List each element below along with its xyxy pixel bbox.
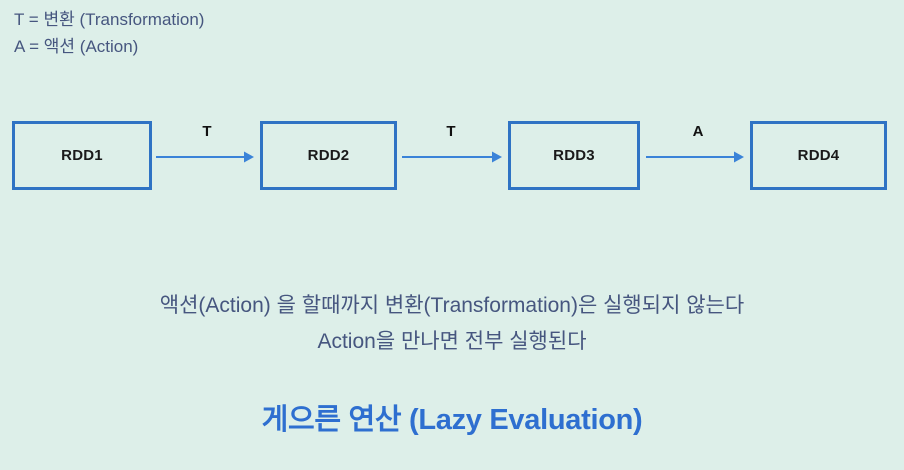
edge-arrow-rdd2-rdd3 — [402, 148, 504, 166]
edge-label-a: A — [692, 123, 704, 140]
explanation-line-2: Action을 만나면 전부 실행된다 — [317, 330, 587, 353]
edge-label-t-2: T — [446, 123, 456, 140]
page-title: 게으른 연산 (Lazy Evaluation) — [261, 404, 643, 436]
edge-label-t-1: T — [202, 123, 212, 140]
legend-line-transformation: T = 변환 (Transformation) — [14, 10, 205, 29]
rdd-node-rdd3: RDD3 — [508, 121, 640, 190]
rdd-node-label: RDD2 — [307, 147, 350, 164]
rdd-node-label: RDD1 — [61, 147, 103, 164]
edge-arrow-rdd1-rdd2 — [156, 148, 256, 166]
legend: T = 변환 (Transformation) A = 액션 (Action) — [14, 6, 514, 60]
legend-line-action: A = 액션 (Action) — [14, 37, 139, 56]
explanation-line-1: 액션(Action) 을 할때까지 변환(Transformation)은 실행… — [159, 294, 745, 317]
rdd-node-label: RDD4 — [797, 147, 840, 164]
edge-arrow-rdd3-rdd4 — [646, 148, 746, 166]
explanation-text: 액션(Action) 을 할때까지 변환(Transformation)은 실행… — [0, 288, 904, 360]
rdd-node-rdd4: RDD4 — [750, 121, 887, 190]
rdd-node-rdd1: RDD1 — [12, 121, 152, 190]
rdd-node-label: RDD3 — [553, 147, 595, 164]
rdd-node-rdd2: RDD2 — [260, 121, 397, 190]
